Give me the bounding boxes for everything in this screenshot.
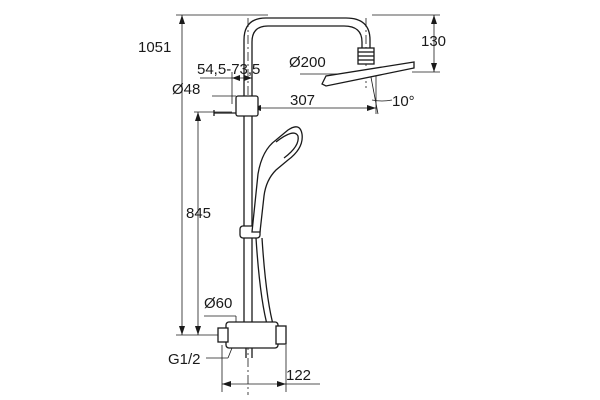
dim-valve-diameter: Ø60 <box>204 295 232 312</box>
thermostatic-valve <box>217 321 287 358</box>
dim-arm-reach: 307 <box>290 92 315 109</box>
dim-wall-offset: 122 <box>286 367 311 384</box>
head-connector <box>357 47 375 65</box>
dim-pipe-diameter: Ø48 <box>172 81 200 98</box>
dim-thread: G1/2 <box>168 351 201 368</box>
dim-head-diameter: Ø200 <box>289 54 326 71</box>
riser-bar <box>243 99 253 327</box>
dim-total-height: 1051 <box>138 39 171 56</box>
dimension-labels: 1051 130 Ø200 54,5-73,5 Ø48 307 10° 845 … <box>138 33 446 384</box>
shower-hose <box>255 237 275 329</box>
dim-bracket-range: 54,5-73,5 <box>197 61 260 78</box>
top-bracket <box>213 95 259 117</box>
overhead-arm <box>243 17 371 100</box>
dim-head-drop: 130 <box>421 33 446 50</box>
overhead-shower-head <box>321 61 415 87</box>
dimension-lines <box>176 14 440 392</box>
dim-head-tilt: 10° <box>392 93 415 110</box>
dim-bar-height: 845 <box>186 205 211 222</box>
hand-shower <box>251 126 303 233</box>
